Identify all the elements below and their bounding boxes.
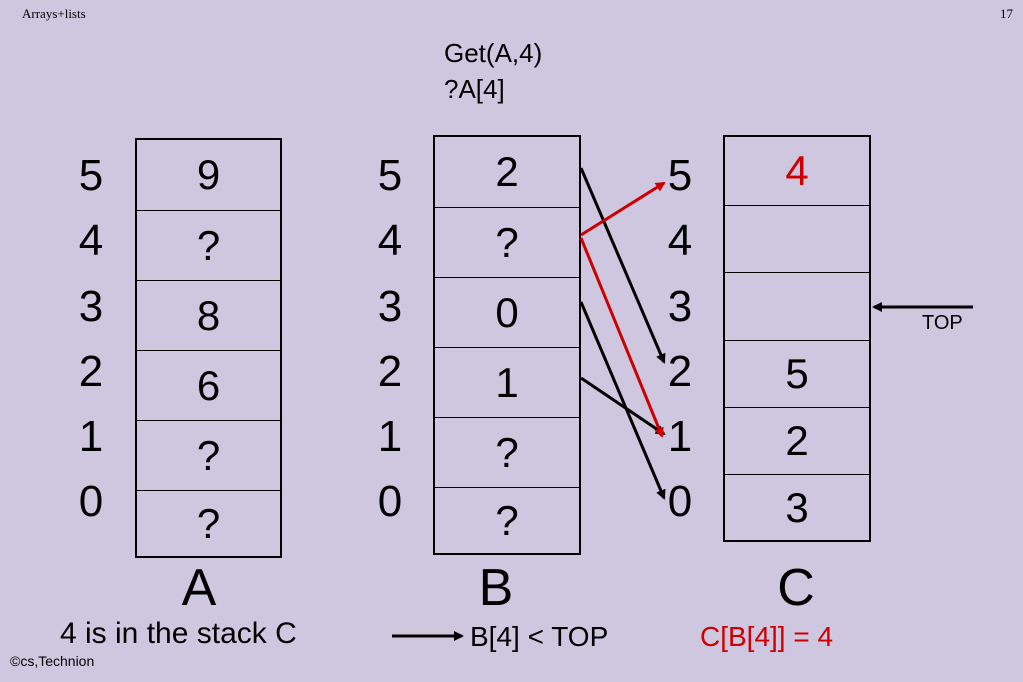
slide-title: Arrays+lists [22,6,86,21]
arrow-b5-to-c2 [579,167,666,364]
index-a-1: 1 [78,412,104,461]
array-c-label: C [777,559,815,617]
footer-result: C[B[4]] = 4 [700,621,834,652]
array-c-cell-5: 4 [785,147,809,194]
index-a-5: 5 [78,151,104,200]
index-b-2: 2 [377,347,403,396]
index-b-0: 0 [377,477,403,526]
array-b-cell-1: ? [435,417,579,487]
array-c-cell-2: 5 [725,340,869,407]
array-a: 9 ? 8 6 ? ? [135,138,282,558]
array-b-label: B [478,559,514,617]
array-a-cell-5: 9 [196,151,221,198]
index-c-0: 0 [667,477,693,526]
index-a-0: 0 [78,477,104,526]
array-a-label: A [181,559,217,617]
index-a-2: 2 [78,347,104,396]
array-b-cell-5: 2 [495,148,519,195]
array-c: 4 5 2 3 [723,135,871,542]
question-line-1: Get(A,4) [444,38,543,68]
index-c-3: 3 [667,282,693,331]
array-c-cell-1: 2 [725,407,869,474]
array-b-cell-2: 1 [435,347,579,417]
index-c-1: 1 [667,412,693,461]
page-number: 17 [1000,6,1013,21]
index-a-3: 3 [78,282,104,331]
array-b-cell-4: ? [435,207,579,277]
array-c-cell-3 [725,272,869,340]
array-b-cell-0: ? [435,487,579,553]
array-a-cell-1: ? [137,420,280,490]
index-c-5: 5 [667,151,693,200]
index-b-3: 3 [377,282,403,331]
array-c-cell-0: 3 [725,474,869,540]
index-b-5: 5 [377,151,403,200]
arrow-b4-to-c1 [579,237,664,438]
footer-condition: B[4] < TOP [470,621,609,652]
top-label: TOP [922,312,963,334]
arrow-b4-to-c5 [580,181,666,237]
array-a-cell-2: 6 [137,350,280,420]
array-b-cell-3: 0 [435,277,579,347]
copyright: ©cs,Technion [10,653,95,669]
index-b-4: 4 [377,216,403,265]
index-c-2: 2 [667,347,693,396]
footer-statement: 4 is in the stack C [60,617,297,650]
array-c-cell-4 [725,205,869,272]
index-a-4: 4 [78,216,104,265]
index-c-4: 4 [667,216,693,265]
array-b: 2 ? 0 1 ? ? [433,135,581,555]
array-a-cell-4: ? [137,210,280,280]
arrow-b3-to-c0 [579,301,666,500]
array-a-cell-0: ? [137,490,280,556]
index-b-1: 1 [377,412,403,461]
question-line-2: ?A[4] [444,74,505,104]
arrow-b2-to-c1 [580,376,666,436]
array-a-cell-3: 8 [137,280,280,350]
